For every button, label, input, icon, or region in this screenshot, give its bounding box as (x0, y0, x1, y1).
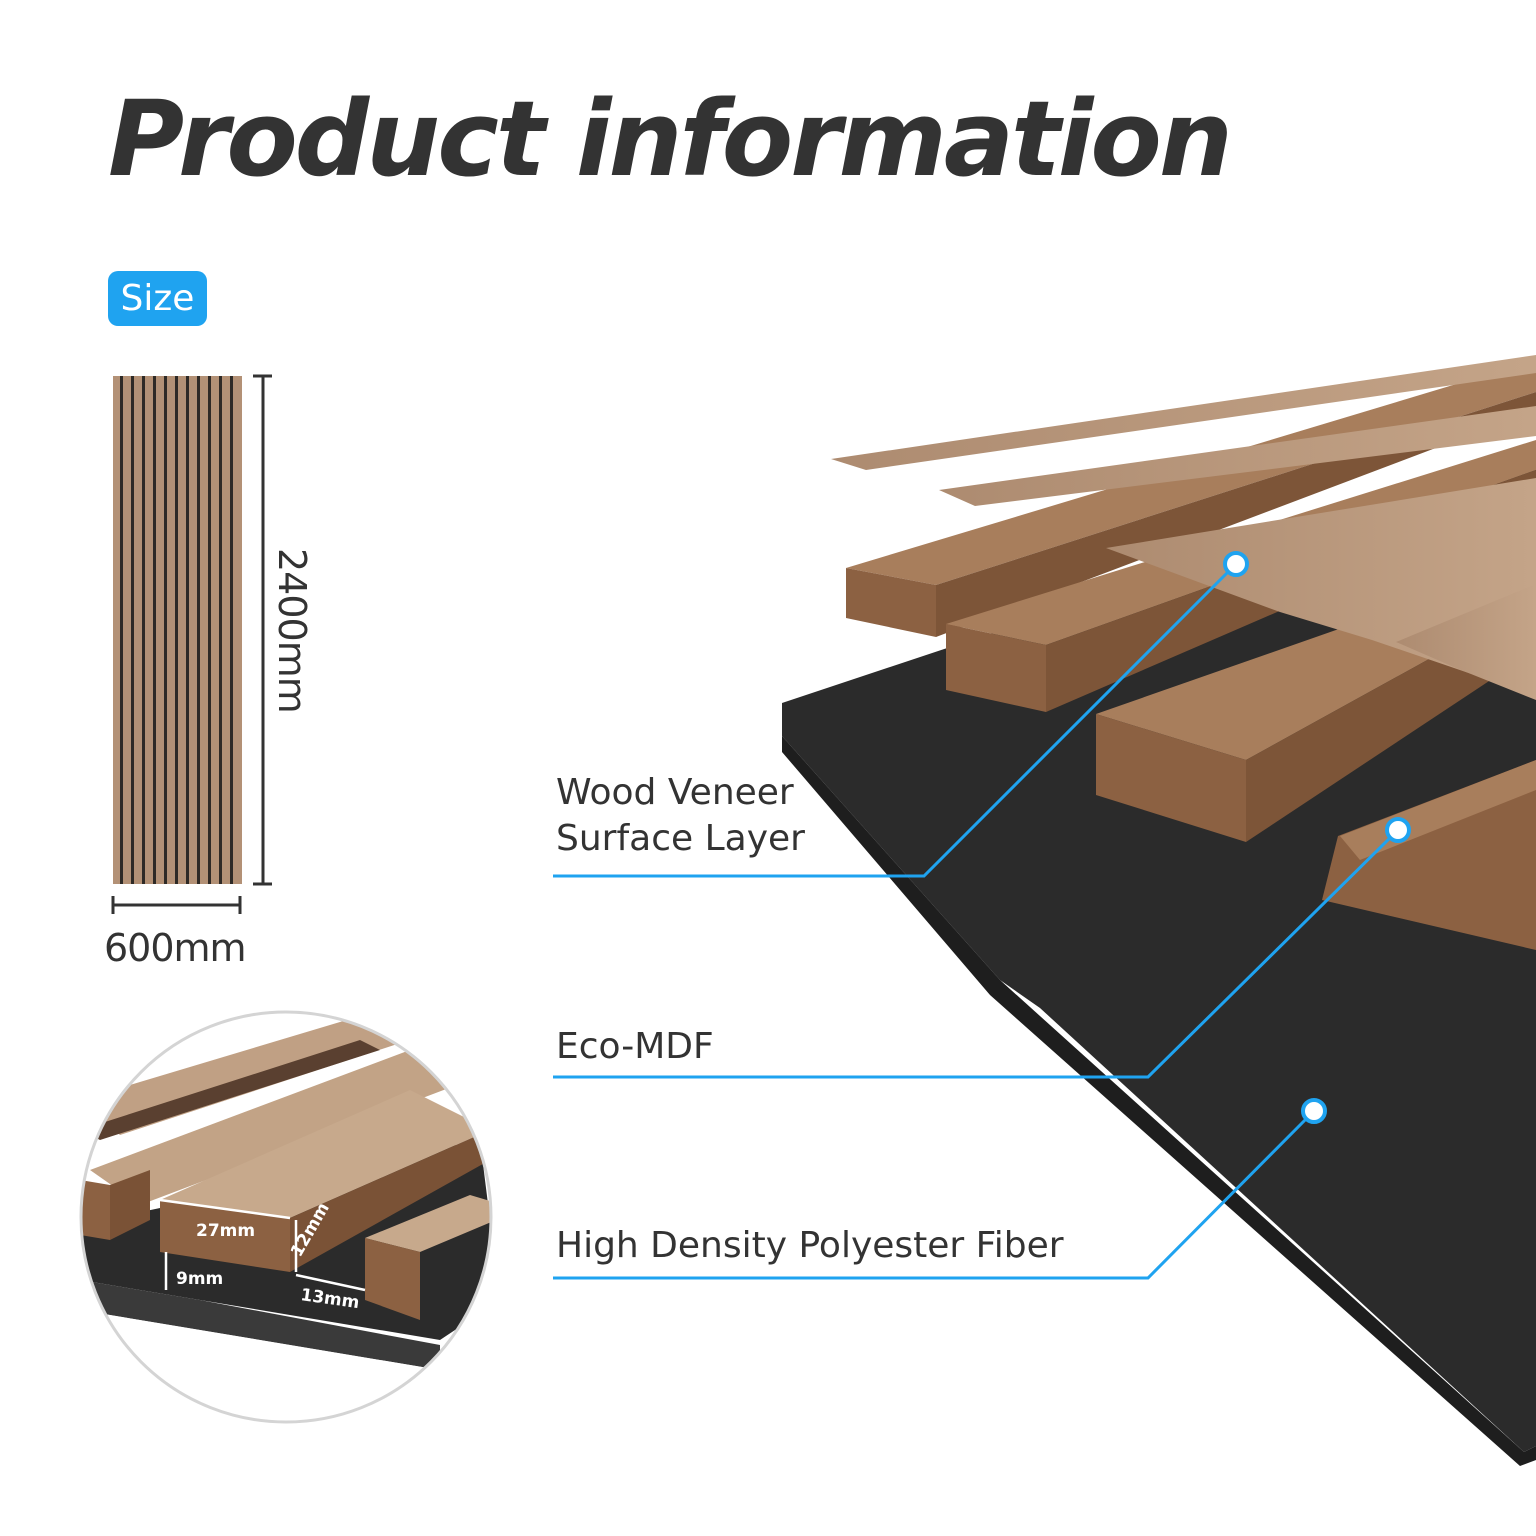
veneer-strips (831, 355, 1536, 700)
size-badge: Size (108, 271, 207, 326)
eco-mdf-label: Eco-MDF (556, 1026, 714, 1067)
width-dimension-label: 600mm (104, 926, 247, 970)
wood-veneer-label-line2: Surface Layer (556, 818, 805, 859)
base-thickness-label: 9mm (176, 1269, 223, 1289)
fiber-callout-dot (1301, 1098, 1327, 1124)
callout-dots (1223, 551, 1411, 1124)
wood-veneer-label-line1: Wood Veneer (556, 772, 794, 813)
wood-veneer-callout-dot (1223, 551, 1249, 577)
wood-veneer-callout-line (553, 562, 1238, 878)
eco-mdf-callout-dot (1385, 817, 1411, 843)
page-title: Product information (108, 78, 1233, 200)
width-dimension-line (111, 896, 242, 914)
wood-veneer-label: Wood Veneer Surface Layer (556, 770, 805, 862)
detail-circle: 27mm 12mm 9mm 13mm (79, 1010, 493, 1424)
fiber-callout-line (553, 1109, 1316, 1280)
height-dimension-line (253, 374, 272, 886)
slat-width-label: 27mm (196, 1221, 255, 1241)
panel-front-view (113, 376, 242, 884)
callout-lines (553, 562, 1400, 1280)
fiber-label: High Density Polyester Fiber (556, 1225, 1064, 1266)
exploded-layers (782, 355, 1536, 1466)
eco-mdf-callout-line (553, 828, 1400, 1079)
panel-grooves (120, 376, 233, 884)
height-dimension-label: 2400mm (270, 548, 314, 713)
